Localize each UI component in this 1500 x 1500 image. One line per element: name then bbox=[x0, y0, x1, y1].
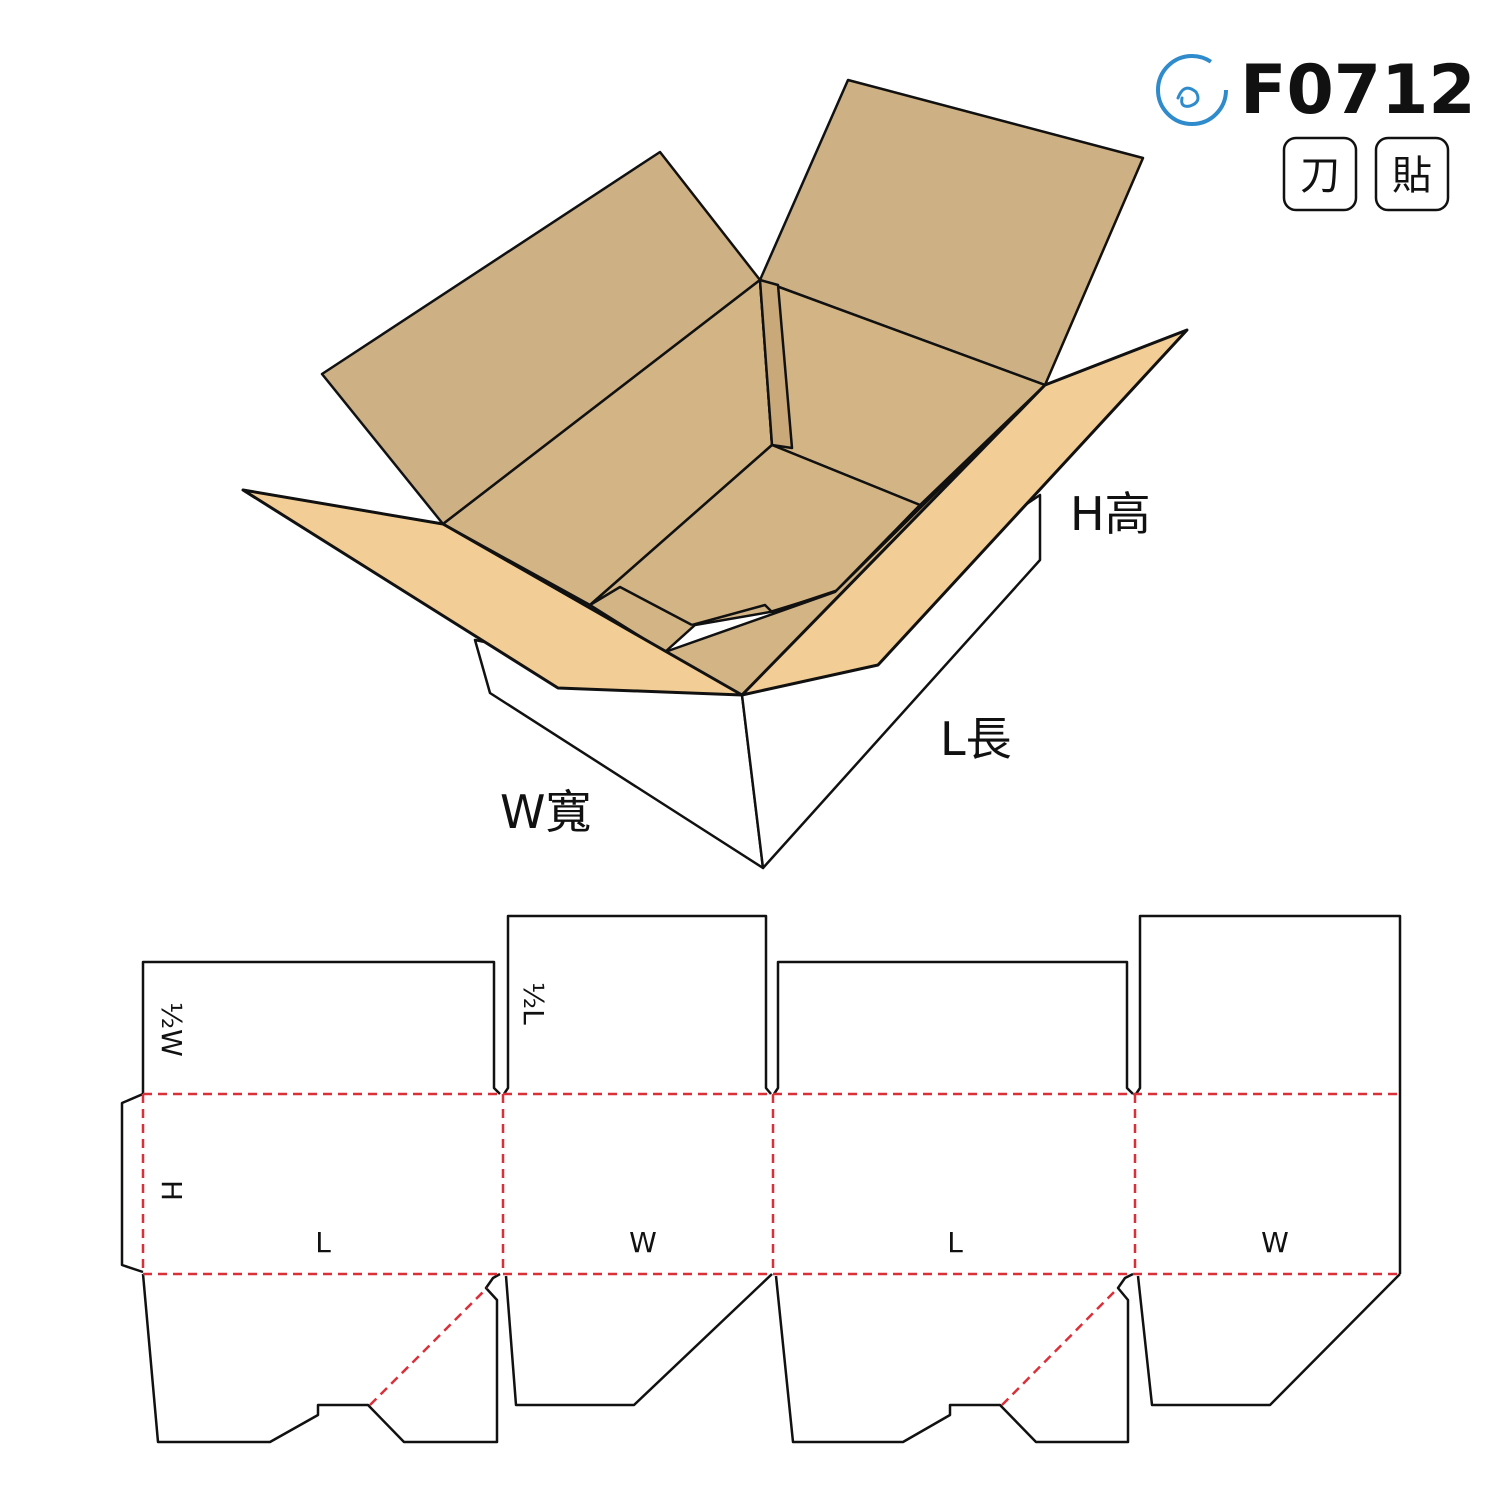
brand-logo bbox=[1156, 54, 1228, 126]
half-width-label: ½W bbox=[155, 1002, 188, 1057]
front-right-flap bbox=[740, 328, 1189, 697]
dieline bbox=[120, 914, 1402, 1444]
crease-lines bbox=[141, 1092, 1400, 1406]
logo-ring-icon bbox=[1156, 54, 1228, 126]
badge-glue-label: 貼 bbox=[1392, 153, 1432, 199]
box-3d bbox=[241, 78, 1189, 870]
crease-diag-2 bbox=[1001, 1287, 1119, 1406]
top-flap-3 bbox=[772, 960, 1134, 1095]
height-dim-label: H bbox=[155, 1180, 188, 1201]
inner-glue-tab bbox=[758, 278, 794, 450]
badge-cut: 刀 bbox=[1282, 136, 1358, 212]
length-label: L長 bbox=[940, 712, 1012, 766]
bottom-flap-1 bbox=[141, 1272, 501, 1444]
width-label: W寬 bbox=[500, 785, 591, 839]
badge-cut-label: 刀 bbox=[1300, 153, 1340, 199]
panel-label-w1: W bbox=[629, 1226, 657, 1259]
bottom-flap-4 bbox=[1136, 1273, 1401, 1407]
panel-label-l2: L bbox=[947, 1226, 963, 1259]
bottom-flap-3 bbox=[774, 1272, 1134, 1444]
glue-tab-outline bbox=[120, 1092, 144, 1274]
bottom-flap-2 bbox=[504, 1273, 773, 1407]
panel-label-w2: W bbox=[1261, 1226, 1289, 1259]
top-flap-1 bbox=[141, 960, 501, 1095]
crease-diag-1 bbox=[369, 1287, 488, 1406]
half-length-label: ½L bbox=[517, 982, 550, 1025]
top-flap-2 bbox=[502, 914, 772, 1095]
product-code: F0712 bbox=[1240, 51, 1476, 130]
height-label: H高 bbox=[1070, 487, 1151, 541]
top-flap-4 bbox=[1134, 914, 1402, 1274]
badge-glue: 貼 bbox=[1374, 136, 1450, 212]
bottom-flap-edge-1 bbox=[589, 585, 693, 627]
panel-label-l1: L bbox=[315, 1226, 331, 1259]
logo-swirl-icon bbox=[1176, 86, 1200, 108]
